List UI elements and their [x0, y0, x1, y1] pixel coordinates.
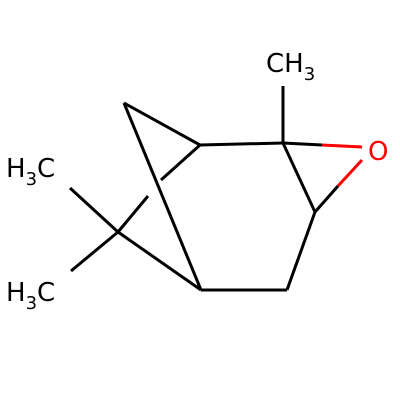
bond-methyl-upper: [68, 186, 120, 234]
bond-bridge-long: [122, 102, 203, 291]
bond-epoxide-co-upper-red: [321, 143, 363, 149]
bond-gem-dimethyl-base: [117, 230, 202, 292]
bond-bridge-top: [123, 101, 201, 147]
bond-epoxide-cc: [281, 142, 317, 213]
bond-ring-right: [285, 211, 317, 291]
methyl-left-upper-label: H3C: [6, 154, 55, 190]
bond-epoxide-co-lower-red: [336, 158, 364, 188]
bond-bridge-left-lower: [116, 195, 150, 233]
bond-methyl-lower: [70, 230, 119, 273]
bond-epoxide-co-lower-dark: [313, 185, 340, 213]
bond-bridge-left-upper: [159, 143, 202, 182]
bond-ring-top: [199, 141, 284, 147]
oxygen-atom-label: O: [368, 137, 388, 167]
methyl-top-label: CH3: [266, 49, 315, 85]
bond-epoxide-co-upper-dark: [282, 141, 323, 147]
methyl-left-lower-label: H3C: [6, 278, 55, 314]
